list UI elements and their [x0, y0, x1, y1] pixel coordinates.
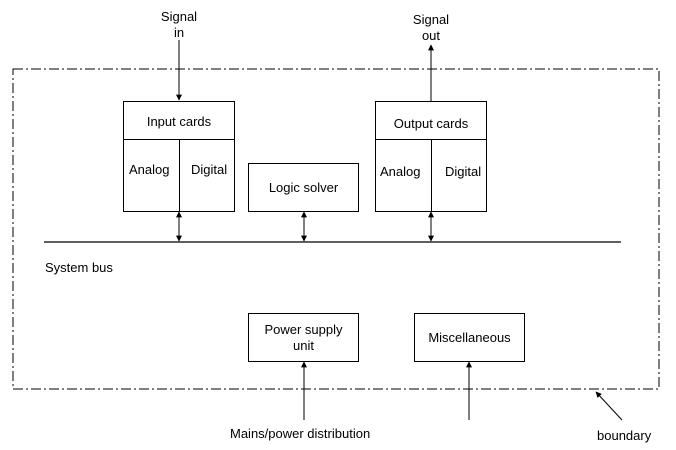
output-cards-header: Output cards — [376, 102, 486, 140]
boundary-pointer-arrow — [595, 391, 623, 421]
output-cards-divider — [431, 139, 432, 211]
input-analog-label: Analog — [129, 162, 170, 177]
mains-label: Mains/power distribution — [230, 426, 371, 441]
power-supply-label: Power supply unit — [249, 322, 358, 354]
logic-solver-label: Logic solver — [268, 180, 339, 195]
signal-in-line1: Signal — [160, 9, 198, 24]
signal-out-line1: Signal — [412, 12, 450, 27]
power-supply-box: Power supply unit — [248, 313, 359, 362]
boundary-frame — [12, 68, 660, 390]
signal-out-label: Signal out — [401, 12, 461, 44]
system-bus-label: System bus — [45, 260, 113, 275]
power-supply-line1: Power supply — [264, 322, 343, 337]
miscellaneous-label: Miscellaneous — [428, 330, 511, 345]
input-cards-header: Input cards — [124, 102, 234, 140]
input-cards-title: Input cards — [146, 114, 212, 129]
boundary-label: boundary — [597, 428, 652, 443]
miscellaneous-box: Miscellaneous — [414, 313, 525, 362]
signal-in-line2: in — [173, 25, 185, 40]
output-cards-title: Output cards — [393, 116, 469, 131]
signal-in-label: Signal in — [149, 9, 209, 41]
signal-out-line2: out — [421, 28, 441, 43]
logic-solver-box: Logic solver — [248, 163, 359, 212]
power-supply-line2: unit — [293, 338, 314, 353]
output-cards-box: Output cards Analog Digital — [375, 101, 487, 212]
input-digital-label: Digital — [191, 162, 228, 177]
input-cards-box: Input cards Analog Digital — [123, 101, 235, 212]
output-analog-label: Analog — [380, 164, 421, 179]
input-cards-divider — [179, 139, 180, 211]
output-digital-label: Digital — [445, 164, 482, 179]
